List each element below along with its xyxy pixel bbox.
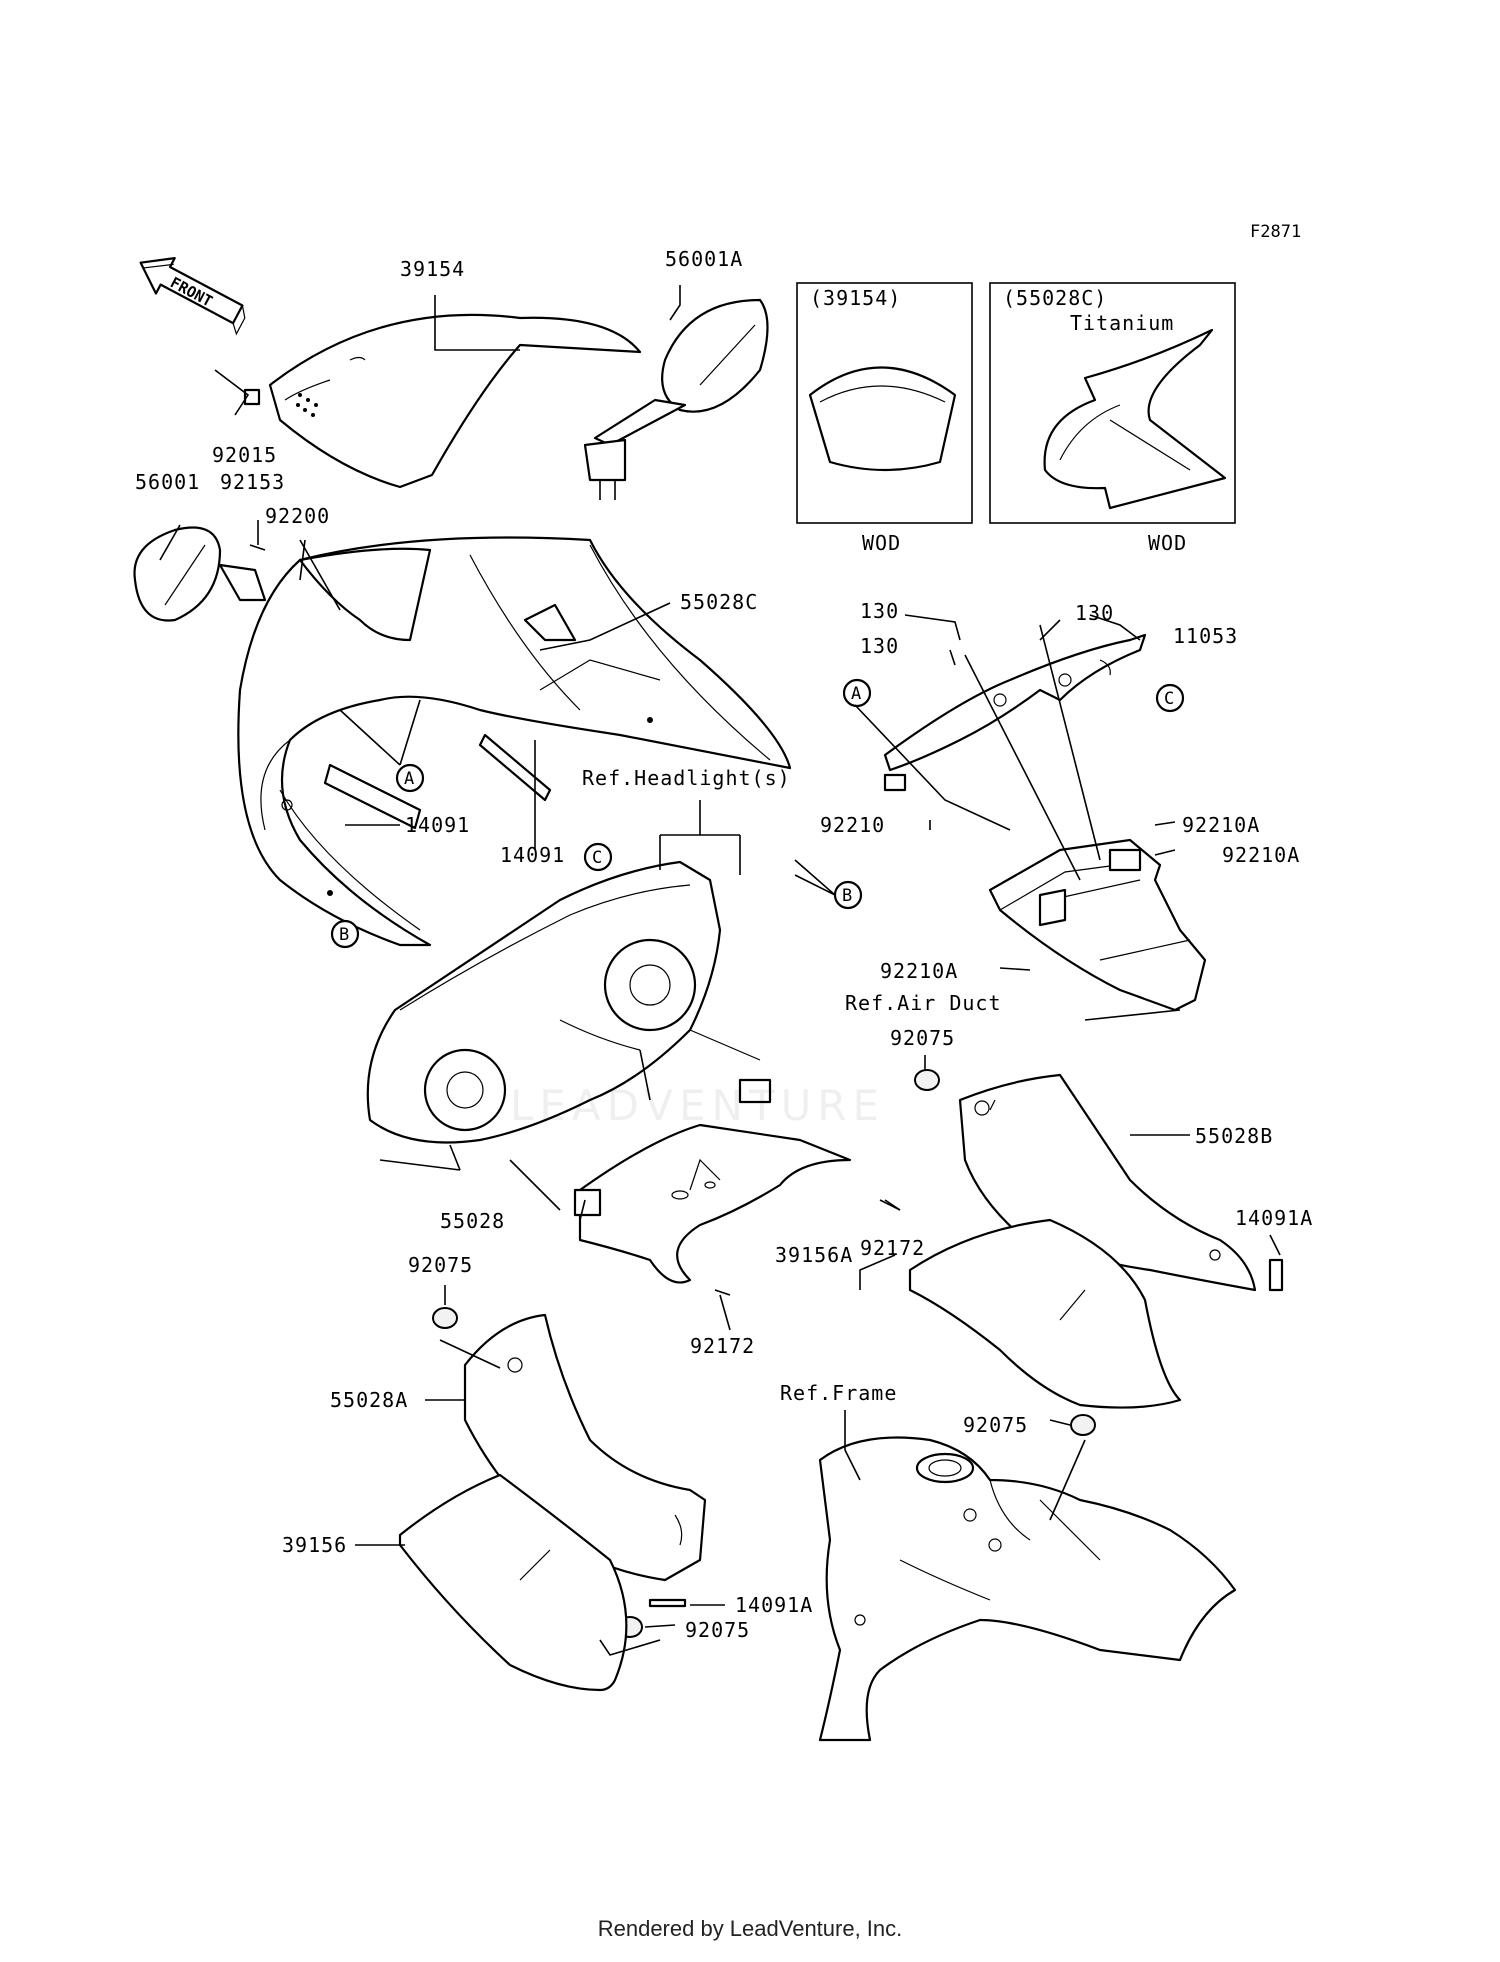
label-14091a-left: 14091A [735, 1593, 813, 1617]
figure-code: F2871 [1250, 222, 1301, 242]
callout-c-2: C [583, 842, 613, 872]
label-92075-b: 92075 [408, 1253, 473, 1277]
inner-cover-55028 [573, 1123, 901, 1296]
leader-lines [159, 285, 1281, 1656]
label-92015: 92015 [212, 443, 277, 467]
label-14091-b: 14091 [500, 843, 565, 867]
trim-strips-14091 [323, 733, 552, 830]
callout-b-2: B [330, 919, 360, 949]
label-ref-frame: Ref.Frame [780, 1381, 897, 1405]
label-14091a-right: 14091A [1235, 1206, 1313, 1230]
label-92210a-c: 92210A [880, 959, 958, 983]
label-39154: 39154 [400, 257, 465, 281]
windscreen-39154 [268, 313, 642, 489]
label-130-a: 130 [860, 599, 899, 623]
inner-panel-39156 [398, 1473, 628, 1692]
label-92210a-a: 92210A [1182, 813, 1260, 837]
frame-ref [818, 1436, 1237, 1742]
grommet-92015 [243, 388, 261, 406]
callout-a-1: A [395, 763, 425, 793]
svg-text:B: B [339, 925, 349, 945]
label-11053: 11053 [1173, 624, 1238, 648]
label-ref-air-duct: Ref.Air Duct [845, 991, 1002, 1015]
label-ref-headlight: Ref.Headlight(s) [582, 766, 791, 790]
front-arrow-icon: FRONT [139, 257, 246, 336]
inset-55028c-title: (55028C) [1003, 286, 1107, 310]
label-92172-a: 92172 [860, 1236, 925, 1260]
label-55028c: 55028C [680, 590, 758, 614]
part-labels: 39154 56001A 92015 56001 92153 92200 550… [135, 247, 1313, 1642]
svg-text:A: A [404, 769, 414, 789]
grommet-92075-b [432, 1307, 458, 1329]
inner-panel-39156a [908, 1218, 1182, 1409]
air-duct-ref [988, 838, 1207, 1012]
label-92153: 92153 [220, 470, 285, 494]
svg-text:C: C [1164, 689, 1174, 709]
label-56001a: 56001A [665, 247, 743, 271]
inset-55028c-note: WOD [1148, 531, 1187, 555]
label-56001: 56001 [135, 470, 200, 494]
label-55028b: 55028B [1195, 1124, 1273, 1148]
screw-92153 [249, 544, 266, 551]
label-55028a: 55028A [330, 1388, 408, 1412]
inset-55028c: (55028C) Titanium WOD [989, 282, 1236, 555]
mirror-56001 [133, 526, 267, 622]
watermark-text: LEADVENTURE [510, 1081, 885, 1130]
label-39156a: 39156A [775, 1243, 853, 1267]
callout-a-2: A [842, 678, 872, 708]
label-92210: 92210 [820, 813, 885, 837]
label-92075-a: 92075 [890, 1026, 955, 1050]
label-92075-c: 92075 [963, 1413, 1028, 1437]
bracket-11053 [883, 633, 1147, 792]
callout-b-1: B [833, 880, 863, 910]
grommet-92075-a [914, 1069, 940, 1091]
mirror-56001a [583, 298, 769, 500]
label-39156: 39156 [282, 1533, 347, 1557]
label-130-c: 130 [860, 634, 899, 658]
label-92200: 92200 [265, 504, 330, 528]
footer-credit: Rendered by LeadVenture, Inc. [597, 1916, 903, 1941]
inset-39154-title: (39154) [810, 286, 901, 310]
grommet-92075-c [1070, 1414, 1096, 1436]
svg-text:A: A [851, 684, 861, 704]
label-92210a-b: 92210A [1222, 843, 1300, 867]
inset-55028c-subtitle: Titanium [1070, 311, 1174, 335]
label-55028: 55028 [440, 1209, 505, 1233]
svg-text:B: B [842, 886, 852, 906]
inset-39154: (39154) WOD [796, 282, 973, 555]
headlight-assembly [366, 860, 772, 1211]
inset-39154-note: WOD [862, 531, 901, 555]
label-92075-d: 92075 [685, 1618, 750, 1642]
svg-text:C: C [592, 848, 602, 868]
callout-c-1: C [1155, 683, 1185, 713]
label-130-b: 130 [1075, 601, 1114, 625]
label-92172-b: 92172 [690, 1334, 755, 1358]
label-14091-a: 14091 [405, 813, 470, 837]
upper-cowl-55028c [237, 536, 792, 947]
strip-14091a-left [648, 1598, 687, 1608]
strip-14091a-right [1268, 1258, 1284, 1292]
